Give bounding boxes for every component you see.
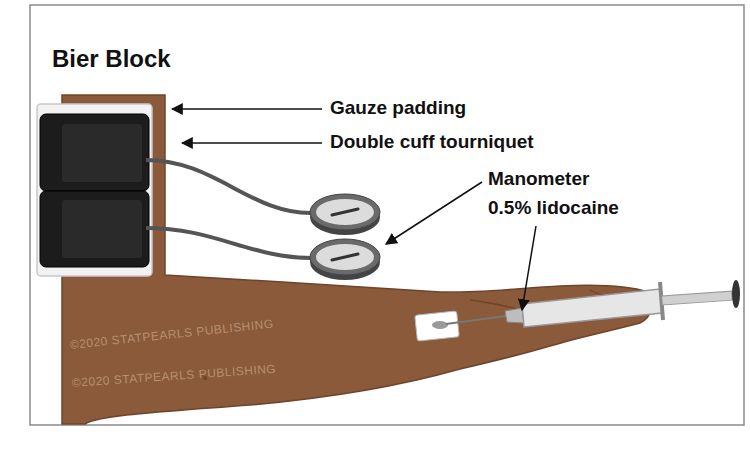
title: Bier Block	[52, 45, 171, 73]
cuff-panel	[62, 124, 142, 182]
callout-label: Gauze padding	[330, 97, 466, 119]
manometer-face	[316, 244, 374, 270]
callout-label: Double cuff tourniquet	[330, 131, 534, 153]
syringe-barrel	[522, 289, 662, 327]
frame	[30, 5, 744, 425]
manometer-needle	[332, 254, 358, 260]
tourniquet-cuff	[40, 191, 149, 267]
leader-arrow	[522, 226, 536, 310]
callout-label: 0.5% lidocaine	[488, 197, 619, 219]
leader-arrow	[172, 108, 322, 110]
tourniquet-cuff	[40, 114, 149, 191]
watermark: ©2020 STATPEARLS PUBLISHING	[72, 362, 277, 390]
manometer-face	[316, 199, 374, 225]
plunger-end	[732, 280, 740, 308]
cuff-tube	[146, 160, 312, 213]
manometer-gauge	[310, 194, 380, 230]
syringe-hub	[505, 308, 524, 323]
manometer-needle	[332, 209, 358, 215]
watermark: ©2020 STATPEARLS PUBLISHING	[69, 317, 274, 352]
cuff-tube	[146, 228, 312, 258]
leader-arrow	[182, 142, 322, 144]
syringe-plunger	[662, 291, 732, 305]
gauze-padding	[37, 104, 152, 276]
manometer-gauge	[310, 239, 380, 275]
iv-hub	[432, 321, 448, 329]
iv-tape	[415, 311, 459, 341]
leader-arrow	[386, 182, 482, 244]
callout-label: Manometer	[488, 168, 589, 190]
cuff-panel	[62, 200, 142, 258]
needle	[446, 316, 506, 324]
